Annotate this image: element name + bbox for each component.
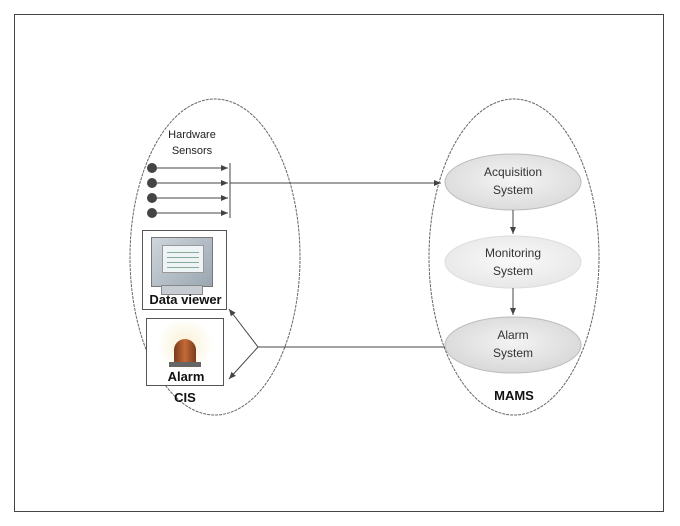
mams-group-ellipse xyxy=(428,98,600,416)
hardware-label-line2: Sensors xyxy=(171,145,213,157)
to-data-viewer-arrow xyxy=(228,308,259,348)
alarm-light-icon xyxy=(147,319,225,369)
alarm-system-node xyxy=(444,316,582,374)
alarm-label: Alarm xyxy=(167,369,205,384)
mams-group-label: MAMS xyxy=(494,388,534,403)
sensor-dot xyxy=(147,208,157,218)
alarm-system-label-line1: Alarm xyxy=(497,328,529,342)
monitoring-label-line2: System xyxy=(492,264,533,278)
sensor-dot xyxy=(147,163,157,173)
diagram-frame xyxy=(14,14,664,512)
sensor-dot xyxy=(147,193,157,203)
alarm-box: Alarm xyxy=(146,318,224,386)
sensor-dot xyxy=(147,178,157,188)
cis-group-label: CIS xyxy=(174,390,196,405)
alarm-system-label-line2: System xyxy=(492,346,533,360)
to-alarm-arrow xyxy=(228,346,259,380)
monitoring-system-node xyxy=(444,235,582,289)
acquisition-label-line2: System xyxy=(492,183,533,197)
hardware-label-line1: Hardware xyxy=(168,129,216,141)
data-viewer-monitor-icon xyxy=(143,231,228,295)
data-viewer-label: Data viewer xyxy=(149,292,222,307)
monitoring-label-line1: Monitoring xyxy=(484,246,542,260)
acquisition-label-line1: Acquisition xyxy=(483,165,543,179)
data-viewer-box: Data viewer xyxy=(142,230,227,310)
sensor-lines xyxy=(147,163,231,218)
cis-group-ellipse xyxy=(129,98,301,416)
